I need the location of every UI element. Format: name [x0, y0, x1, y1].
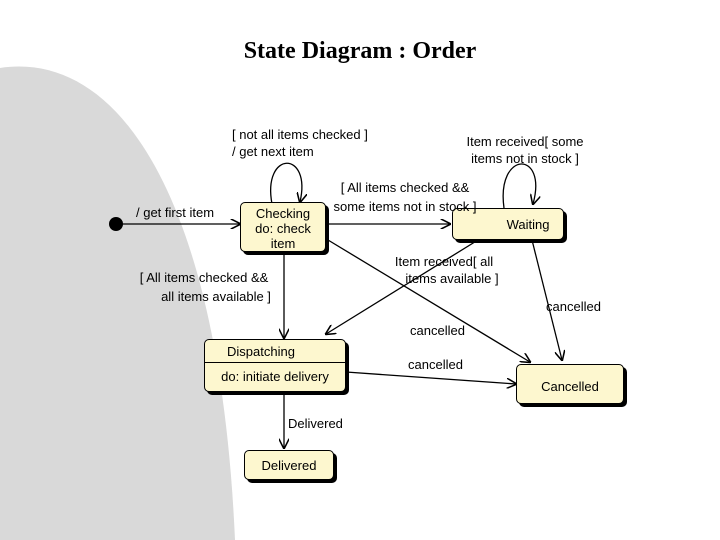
waiting-to-dispatching-line [326, 239, 479, 334]
state-checking-name: Checking [255, 206, 311, 221]
label-waiting-cancel: cancelled [546, 299, 601, 314]
label-checking-to-waiting-1: [ All items checked && [340, 180, 470, 195]
state-dispatching-activity: do: initiate delivery [221, 369, 329, 384]
label-waiting-to-dispatching-2: items available ] [405, 271, 499, 286]
label-dispatching-cancel: cancelled [408, 357, 463, 372]
checking-to-cancelled-line [327, 239, 530, 362]
state-waiting: Waiting [452, 208, 564, 240]
state-dispatching: Dispatching do: initiate delivery [204, 339, 346, 392]
label-checking-self-2: / get next item [232, 144, 314, 159]
state-delivered: Delivered [244, 450, 334, 480]
label-checking-to-dispatching-2: all items available ] [161, 289, 271, 304]
state-checking: Checking do: check item [240, 202, 326, 252]
label-delivered-transition: Delivered [288, 416, 343, 431]
state-cancelled-name: Cancelled [541, 379, 599, 394]
state-checking-activity-1: do: check [255, 221, 311, 236]
label-waiting-self-2: items not in stock ] [471, 151, 579, 166]
state-cancelled: Cancelled [516, 364, 624, 404]
label-initial: / get first item [136, 205, 215, 220]
label-checking-self-1: [ not all items checked ] [232, 127, 368, 142]
background-arc-shape [0, 66, 235, 540]
dispatching-to-cancelled-line [345, 371, 516, 384]
page-title: State Diagram : Order [243, 38, 477, 64]
label-waiting-to-dispatching-1: Item received[ all [394, 254, 494, 269]
label-checking-cancel: cancelled [410, 323, 465, 338]
label-checking-to-dispatching-1: [ All items checked && [139, 270, 269, 285]
waiting-self-loop [502, 163, 536, 209]
initial-state-dot [109, 217, 123, 231]
label-waiting-self-1: Item received[ some [466, 134, 584, 149]
checking-self-loop [270, 162, 302, 204]
state-delivered-name: Delivered [261, 458, 317, 473]
state-dispatching-divider [205, 362, 345, 363]
waiting-to-cancelled-line [531, 239, 562, 360]
label-checking-to-waiting-2: some items not in stock ] [333, 199, 477, 214]
state-dispatching-name: Dispatching [227, 344, 295, 359]
state-waiting-name: Waiting [506, 217, 550, 232]
state-checking-activity-2: item [270, 236, 296, 251]
